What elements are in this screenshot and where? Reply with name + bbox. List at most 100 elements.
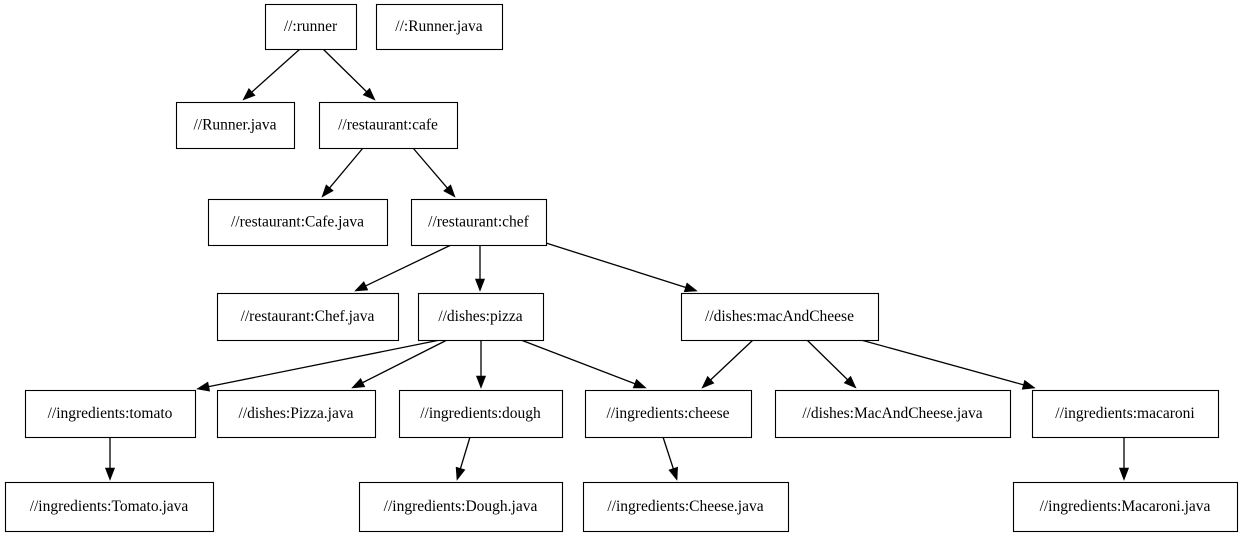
graph-edge xyxy=(520,339,647,389)
node-label: //restaurant:cafe xyxy=(338,117,438,134)
graph-edge xyxy=(455,436,471,481)
arrowhead-icon xyxy=(443,184,456,198)
graph-node[interactable]: //ingredients:dough xyxy=(398,389,564,439)
node-box[interactable] xyxy=(582,481,790,533)
graph-node[interactable]: //dishes:macAndCheese xyxy=(680,292,880,342)
node-label: //ingredients:dough xyxy=(420,405,541,422)
node-box[interactable] xyxy=(398,389,564,439)
graph-node[interactable]: //ingredients:tomato xyxy=(24,389,197,439)
node-label: //ingredients:Tomato.java xyxy=(30,498,189,515)
arrowhead-icon xyxy=(683,282,698,293)
graph-edge xyxy=(662,436,678,481)
node-box[interactable] xyxy=(410,198,548,247)
graph-node[interactable]: //ingredients:cheese xyxy=(584,389,753,439)
graph-node[interactable]: //ingredients:macaroni xyxy=(1031,389,1220,439)
node-box[interactable] xyxy=(207,198,389,247)
graph-edge xyxy=(196,339,441,392)
graph-node[interactable]: //restaurant:Chef.java xyxy=(216,292,400,342)
node-box[interactable] xyxy=(318,101,459,150)
graph-edge xyxy=(322,48,376,101)
graph-node[interactable]: //ingredients:Macaroni.java xyxy=(1012,481,1239,533)
edge-line xyxy=(708,339,754,382)
graph-node[interactable]: //dishes:Pizza.java xyxy=(216,389,377,439)
node-label: //restaurant:chef xyxy=(428,214,530,231)
edge-line xyxy=(412,147,449,190)
node-box[interactable] xyxy=(375,3,504,51)
node-box[interactable] xyxy=(24,389,197,439)
edge-line xyxy=(662,436,675,471)
arrowhead-icon xyxy=(104,467,116,481)
arrowhead-icon xyxy=(701,375,715,389)
arrowhead-icon xyxy=(362,87,376,101)
graph-edge xyxy=(104,437,116,481)
arrowhead-icon xyxy=(196,381,211,392)
arrowhead-icon xyxy=(632,378,647,389)
graph-edge xyxy=(242,48,301,101)
node-box[interactable] xyxy=(584,389,753,439)
edge-line xyxy=(806,339,850,382)
node-label: //:Runner.java xyxy=(395,18,483,35)
edge-line xyxy=(327,147,364,190)
node-label: //dishes:MacAndCheese.java xyxy=(802,405,982,422)
node-label: //:runner xyxy=(284,18,338,35)
node-box[interactable] xyxy=(216,292,400,342)
node-box[interactable] xyxy=(680,292,880,342)
edge-line xyxy=(545,242,688,289)
graph-node[interactable]: //ingredients:Dough.java xyxy=(358,481,564,533)
graph-node[interactable]: //:runner xyxy=(264,3,358,51)
arrowhead-icon xyxy=(668,466,678,481)
node-label: //restaurant:Cafe.java xyxy=(231,214,364,231)
arrowhead-icon xyxy=(455,466,466,481)
arrowhead-icon xyxy=(843,375,857,389)
graph-node[interactable]: //Runner.java xyxy=(175,101,296,150)
node-box[interactable] xyxy=(1012,481,1239,533)
arrowhead-icon xyxy=(321,184,334,198)
graph-node[interactable]: //ingredients:Tomato.java xyxy=(4,481,215,533)
node-box[interactable] xyxy=(4,481,215,533)
node-label: //ingredients:cheese xyxy=(606,405,729,422)
arrowhead-icon xyxy=(1118,467,1130,481)
edge-line xyxy=(520,339,637,386)
graph-node[interactable]: //restaurant:chef xyxy=(410,198,548,247)
graph-edge xyxy=(701,339,754,389)
graph-edge xyxy=(1118,437,1130,481)
graph-edge xyxy=(545,242,698,293)
node-box[interactable] xyxy=(358,481,564,533)
arrowhead-icon xyxy=(1021,379,1036,390)
graph-node[interactable]: //dishes:MacAndCheese.java xyxy=(774,389,1012,439)
edge-line xyxy=(363,244,452,288)
node-label: //ingredients:Macaroni.java xyxy=(1040,498,1211,515)
node-box[interactable] xyxy=(216,389,377,439)
graph-node[interactable]: //dishes:pizza xyxy=(417,292,545,342)
arrowhead-icon xyxy=(242,88,256,101)
graph-edge xyxy=(475,340,487,389)
edges-layer xyxy=(104,48,1130,481)
node-label: //ingredients:macaroni xyxy=(1055,405,1195,422)
node-label: //ingredients:tomato xyxy=(48,405,173,422)
graph-edge xyxy=(354,244,452,292)
node-box[interactable] xyxy=(175,101,296,150)
graph-node[interactable]: //restaurant:cafe xyxy=(318,101,459,150)
graph-node[interactable]: //ingredients:Cheese.java xyxy=(582,481,790,533)
edge-line xyxy=(250,48,301,94)
node-label: //ingredients:Dough.java xyxy=(384,498,538,515)
arrowhead-icon xyxy=(354,281,369,292)
arrowhead-icon xyxy=(475,375,487,389)
graph-edge xyxy=(351,339,448,389)
node-box[interactable] xyxy=(264,3,358,51)
graph-edge xyxy=(412,147,456,198)
edge-line xyxy=(206,339,441,388)
graph-edge xyxy=(860,339,1036,390)
nodes-layer: //:runner //:Runner.java //Runner.java //re… xyxy=(4,3,1239,533)
node-label: //dishes:pizza xyxy=(438,308,522,325)
node-box[interactable] xyxy=(774,389,1012,439)
node-box[interactable] xyxy=(1031,389,1220,439)
graph-node[interactable]: //:Runner.java xyxy=(375,3,504,51)
graph-node[interactable]: //restaurant:Cafe.java xyxy=(207,198,389,247)
graph-edge xyxy=(806,339,857,389)
graph-edge xyxy=(321,147,364,198)
node-box[interactable] xyxy=(417,292,545,342)
